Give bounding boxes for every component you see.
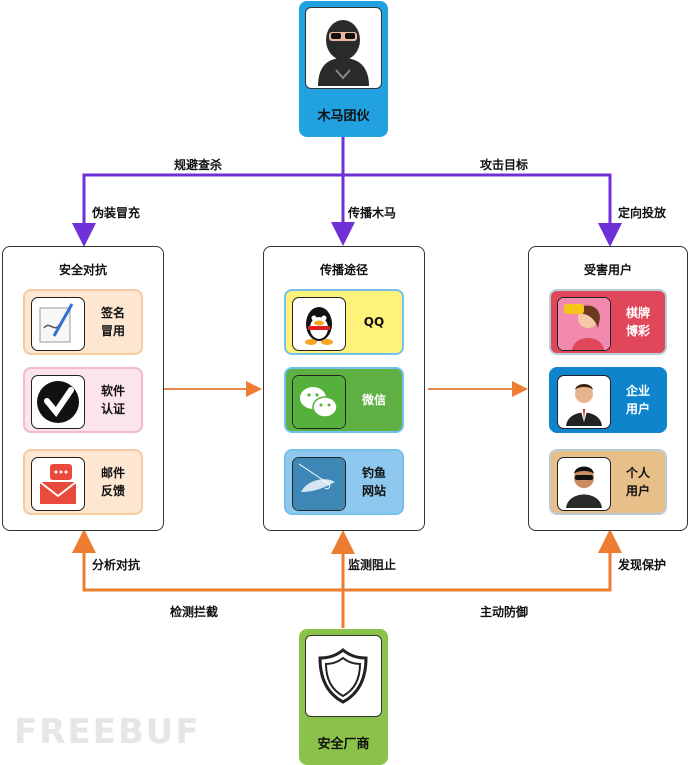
edge-label-defense: 主动防御 [480,605,529,619]
signature-icon [31,297,85,351]
personal-user-icon [557,457,611,511]
trojan-gang-label: 木马团伙 [317,109,370,124]
group-title: 受害用户 [583,263,632,277]
security-vendor-label: 安全厂商 [317,737,370,752]
orange-connectors [72,529,622,628]
bottom-branch-line [82,536,612,592]
branch-line [82,173,612,240]
shield-icon [305,635,382,717]
card-label: 棋牌 博彩 [625,306,650,338]
card-label: 签名 冒用 [100,306,125,338]
card-label: 钓鱼 网站 [361,466,386,498]
card-label: QQ [363,315,385,329]
edge-label-evade: 规避查杀 [174,158,223,172]
edge-label-spread: 传播木马 [348,206,397,220]
edge-label-monitor: 监测阻止 [348,558,397,572]
card-label: 个人 用户 [625,466,650,498]
trojan-gang-node: 木马团伙 [299,1,388,137]
card-wechat: 微信 [284,367,404,433]
card-qq: QQ [284,289,404,355]
card-software-cert: 软件 认证 [23,367,143,433]
edge-label-intercept: 检测拦截 [170,605,219,619]
card-signature-abuse: 签名 冒用 [23,289,143,355]
card-phishing-site: 钓鱼 网站 [284,449,404,515]
spread-channel-group: 传播途径 QQ [263,246,425,531]
card-personal-user: 个人 用户 [549,449,667,515]
card-label: 软件 认证 [100,384,125,416]
edge-label-analyze: 分析对抗 [92,558,141,572]
watermark: FREEBUF [14,712,201,752]
verified-check-icon [31,375,85,429]
card-label: 邮件 反馈 [100,466,125,498]
card-enterprise-user: 企业 用户 [549,367,667,433]
qq-penguin-icon [292,297,346,351]
purple-connectors [72,137,622,247]
group-title: 传播途径 [319,263,368,277]
card-label: 企业 用户 [625,384,650,416]
card-gambling: 棋牌 博彩 [549,289,667,355]
security-countermeasure-group: 安全对抗 签名 冒用 软件 认证 [2,246,164,531]
card-label: 微信 [361,393,386,407]
edge-label-disguise: 伪装冒充 [92,206,141,220]
group-title: 安全对抗 [58,263,107,277]
mail-icon [31,457,85,511]
fishing-icon [292,457,346,511]
business-user-icon [557,375,611,429]
hacker-icon [305,7,382,89]
edge-label-targeted: 定向投放 [618,206,667,220]
victim-user-group: 受害用户 棋牌 博彩 [528,246,688,531]
wechat-icon [292,375,346,429]
security-vendor-node: 安全厂商 [299,629,388,765]
card-mail-feedback: 邮件 反馈 [23,449,143,515]
edge-label-attack: 攻击目标 [480,158,529,172]
card-game-icon [557,297,611,351]
edge-label-detect: 发现保护 [618,558,667,572]
